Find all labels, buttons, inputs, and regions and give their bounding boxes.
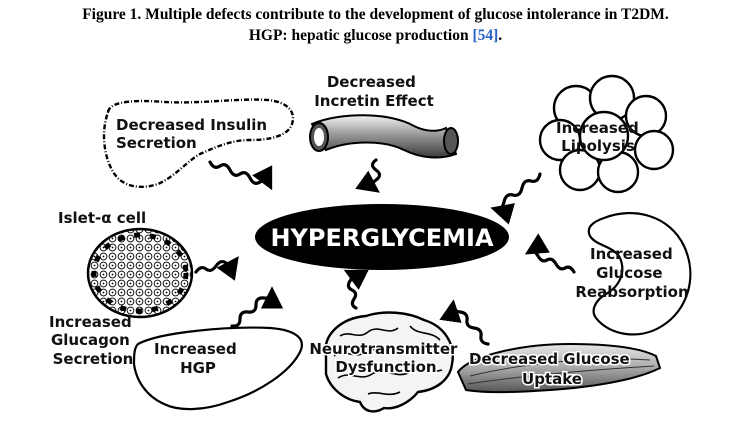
neurotransmitter-label: Neurotransmitter Dysfunction [309,340,462,376]
arrow-uptake [439,299,490,346]
arrow-islet [194,256,239,281]
pancreas-icon [102,98,295,188]
lipolysis-label: Increased Lipolysis [556,119,644,155]
figure-caption: Figure 1. Multiple defects contribute to… [0,4,751,46]
caption-line-2: HGP: hepatic glucose production [54]. [0,25,751,46]
glucose-uptake-label: Decreased Glucose Uptake [469,350,635,388]
arrow-neuro [343,269,369,310]
caption-line-2-end: . [498,27,503,44]
reference-link[interactable]: [54] [472,27,499,44]
islet-cell-label: Islet-α cell [58,209,146,227]
intestine-node: Decreased Incretin Effect [309,73,459,159]
adipose-node: Increased Lipolysis [538,74,675,194]
muscle-icon [456,342,662,394]
pancreas-node: Decreased Insulin Secretion [102,98,295,188]
intestine-icon [310,114,458,159]
liver-node: Increased HGP [132,326,303,411]
kidney-icon [587,211,692,336]
glucagon-secretion-label: Increased Glucagon Secretion [49,313,137,368]
islet-node: Islet-α cell [58,209,194,319]
intestine-opening-right [443,127,459,155]
caption-line-1: Figure 1. Multiple defects contribute to… [82,6,669,23]
brain-icon [324,311,454,413]
insulin-secretion-label: Decreased Insulin Secretion [116,116,272,152]
reabsorption-label: Increased Glucose Reabsorption [575,245,688,301]
hyperglycemia-node: HYPERGLYCEMIA [255,204,509,270]
hgp-label: Increased HGP [154,340,242,377]
arrow-lipolysis [490,172,542,225]
brain-node: Neurotransmitter Dysfunction [308,311,462,413]
adipose-icon [538,74,675,194]
muscle-node: Decreased Glucose Uptake [456,342,662,394]
liver-icon [132,326,303,411]
arrow-reabsorption [524,233,576,274]
islet-icon [86,227,194,319]
arrow-hgp [230,286,284,328]
hyperglycemia-ellipse [255,204,509,270]
arrow-insulin [208,160,273,191]
kidney-node: Increased Glucose Reabsorption [575,211,692,336]
incretin-effect-label: Decreased Incretin Effect [314,73,434,110]
hyperglycemia-label: HYPERGLYCEMIA [270,224,494,252]
arrow-incretin [355,158,382,193]
caption-line-2-text: HGP: hepatic glucose production [248,27,473,44]
